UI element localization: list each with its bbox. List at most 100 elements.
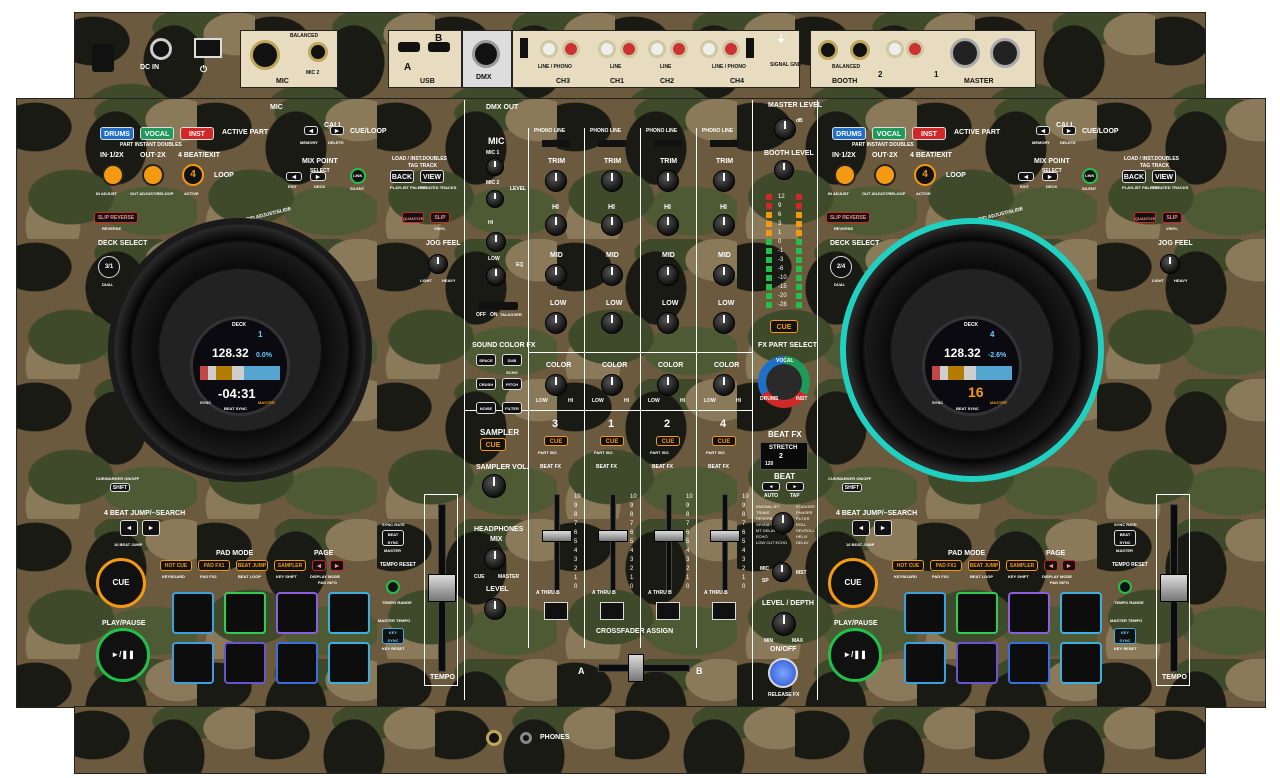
right-deck-select-button[interactable]: 2/4 bbox=[830, 256, 852, 278]
right-page-left-button[interactable]: ◄ bbox=[1044, 560, 1058, 571]
mic-onoff-switch[interactable] bbox=[478, 302, 518, 310]
ch2-cue-button[interactable]: CUE bbox=[656, 436, 680, 446]
left-page-left-button[interactable]: ◄ bbox=[312, 560, 326, 571]
right-loop-4beat-button[interactable]: 4 bbox=[914, 164, 936, 186]
left-tempo-reset-button[interactable] bbox=[386, 580, 400, 594]
right-view-button[interactable]: VIEW bbox=[1152, 170, 1176, 183]
right-call-left-button[interactable]: ◄ bbox=[1036, 126, 1050, 135]
left-key-sync-button[interactable]: KEY SYNC bbox=[382, 628, 404, 644]
ch2-color-knob[interactable] bbox=[657, 374, 679, 396]
left-beat-sync-button[interactable]: BEAT SYNC bbox=[382, 530, 404, 546]
right-performance-pad-2[interactable] bbox=[956, 592, 998, 634]
left-mode-1-button[interactable]: PAD FX1 bbox=[198, 560, 230, 571]
ch3-eq-low-knob[interactable] bbox=[545, 312, 567, 334]
left-mode-3-button[interactable]: SAMPLER bbox=[274, 560, 306, 571]
crossfader-cap[interactable] bbox=[628, 654, 644, 682]
left-performance-pad-1[interactable] bbox=[172, 592, 214, 634]
master-cue-button[interactable]: CUE bbox=[770, 320, 798, 333]
left-loop-in-button[interactable] bbox=[102, 164, 124, 186]
right-loop-in-button[interactable] bbox=[834, 164, 856, 186]
left-page-right-button[interactable]: ► bbox=[330, 560, 344, 571]
right-beat-jump-left-button[interactable]: ◄ bbox=[852, 520, 870, 536]
ch4-trim-knob[interactable] bbox=[713, 170, 735, 192]
master1-r-xlr[interactable] bbox=[990, 38, 1020, 68]
left-performance-pad-6[interactable] bbox=[224, 642, 266, 684]
mic-eq-hi-knob[interactable] bbox=[486, 232, 506, 252]
left-play-pause-button[interactable]: ►/❚❚ bbox=[96, 628, 150, 682]
left-loop-4beat-button[interactable]: 4 bbox=[182, 164, 204, 186]
fx-crush-button[interactable]: CRUSH bbox=[476, 378, 496, 390]
ch3-eq-mid-knob[interactable] bbox=[545, 264, 567, 286]
left-loop-out-button[interactable] bbox=[142, 164, 164, 186]
ch4-channel-fader[interactable] bbox=[710, 530, 740, 542]
right-mode-0-button[interactable]: HOT CUE bbox=[892, 560, 924, 571]
right-tempo-reset-button[interactable] bbox=[1118, 580, 1132, 594]
ch2-r-rca[interactable] bbox=[670, 40, 688, 58]
right-play-pause-button[interactable]: ►/❚❚ bbox=[828, 628, 882, 682]
left-back-button[interactable]: BACK bbox=[390, 170, 414, 183]
fx-onoff-button[interactable] bbox=[768, 658, 798, 688]
ch1-color-knob[interactable] bbox=[601, 374, 623, 396]
phones-jack-mini[interactable] bbox=[520, 732, 532, 744]
ch4-cue-button[interactable]: CUE bbox=[712, 436, 736, 446]
mic1-level-knob[interactable] bbox=[486, 158, 504, 176]
left-link-button[interactable] bbox=[350, 168, 366, 184]
right-cue-button[interactable]: CUE bbox=[828, 558, 878, 608]
left-performance-pad-7[interactable] bbox=[276, 642, 318, 684]
right-quantize-button[interactable]: QUANTIZE bbox=[1134, 212, 1156, 223]
right-jog-feel-knob[interactable] bbox=[1160, 254, 1180, 274]
ch3-phono-switch[interactable] bbox=[520, 38, 528, 58]
left-cue-button[interactable]: CUE bbox=[96, 558, 146, 608]
left-mix-point-left-button[interactable]: ◄ bbox=[286, 172, 302, 181]
ch2-eq-mid-knob[interactable] bbox=[657, 264, 679, 286]
right-part-drums-button[interactable]: DRUMS bbox=[832, 127, 866, 140]
ch1-trim-knob[interactable] bbox=[601, 170, 623, 192]
right-part-inst-button[interactable]: INST bbox=[912, 127, 946, 140]
right-link-button[interactable] bbox=[1082, 168, 1098, 184]
master1-l-xlr[interactable] bbox=[950, 38, 980, 68]
left-jog-feel-knob[interactable] bbox=[428, 254, 448, 274]
fx-pitch-button[interactable]: PITCH bbox=[502, 378, 522, 390]
left-mode-2-button[interactable]: BEAT JUMP bbox=[236, 560, 268, 571]
fx-filter-button[interactable]: FILTER bbox=[502, 402, 522, 414]
right-call-right-button[interactable]: ► bbox=[1062, 126, 1076, 135]
headphones-level-knob[interactable] bbox=[484, 598, 506, 620]
ch3-l-rca[interactable] bbox=[540, 40, 558, 58]
booth-l-jack[interactable] bbox=[818, 40, 838, 60]
left-performance-pad-4[interactable] bbox=[328, 592, 370, 634]
master-level-knob[interactable] bbox=[774, 118, 796, 140]
mic2-jack[interactable] bbox=[308, 42, 328, 62]
left-performance-pad-5[interactable] bbox=[172, 642, 214, 684]
left-part-inst-button[interactable]: INST bbox=[180, 127, 214, 140]
booth-level-knob[interactable] bbox=[774, 160, 794, 180]
ch4-input-switch[interactable] bbox=[710, 140, 738, 147]
ch2-input-switch[interactable] bbox=[654, 140, 682, 147]
ch4-color-knob[interactable] bbox=[713, 374, 735, 396]
beat-left-button[interactable]: ◄ bbox=[762, 482, 780, 491]
left-slip-button[interactable]: SLIP bbox=[430, 212, 450, 223]
right-mix-point-left-button[interactable]: ◄ bbox=[1018, 172, 1034, 181]
mic2-level-knob[interactable] bbox=[486, 190, 504, 208]
left-call-right-button[interactable]: ► bbox=[330, 126, 344, 135]
right-page-right-button[interactable]: ► bbox=[1062, 560, 1076, 571]
left-slip-reverse-button[interactable]: SLIP REVERSE bbox=[94, 212, 138, 223]
dmx-jack[interactable] bbox=[472, 40, 500, 68]
left-beat-jump-left-button[interactable]: ◄ bbox=[120, 520, 138, 536]
ch2-channel-fader[interactable] bbox=[654, 530, 684, 542]
left-mode-0-button[interactable]: HOT CUE bbox=[160, 560, 192, 571]
ch4-crossfader-assign-switch[interactable] bbox=[712, 602, 736, 620]
ch1-channel-fader[interactable] bbox=[598, 530, 628, 542]
beat-fx-select-knob[interactable] bbox=[772, 512, 794, 534]
ch1-eq-mid-knob[interactable] bbox=[601, 264, 623, 286]
fx-noise-button[interactable]: NOISE bbox=[476, 402, 496, 414]
right-shift-button[interactable]: SHIFT bbox=[842, 483, 862, 492]
right-key-sync-button[interactable]: KEY SYNC bbox=[1114, 628, 1136, 644]
ch4-eq-mid-knob[interactable] bbox=[713, 264, 735, 286]
right-performance-pad-8[interactable] bbox=[1060, 642, 1102, 684]
fx-dub-echo-button[interactable]: DUB ECHO bbox=[502, 354, 522, 375]
power-switch[interactable] bbox=[194, 38, 222, 58]
sampler-volume-knob[interactable] bbox=[482, 474, 506, 498]
ch3-cue-button[interactable]: CUE bbox=[544, 436, 568, 446]
fx-space-button[interactable]: SPACE bbox=[476, 354, 496, 366]
headphones-mix-knob[interactable] bbox=[484, 548, 506, 570]
